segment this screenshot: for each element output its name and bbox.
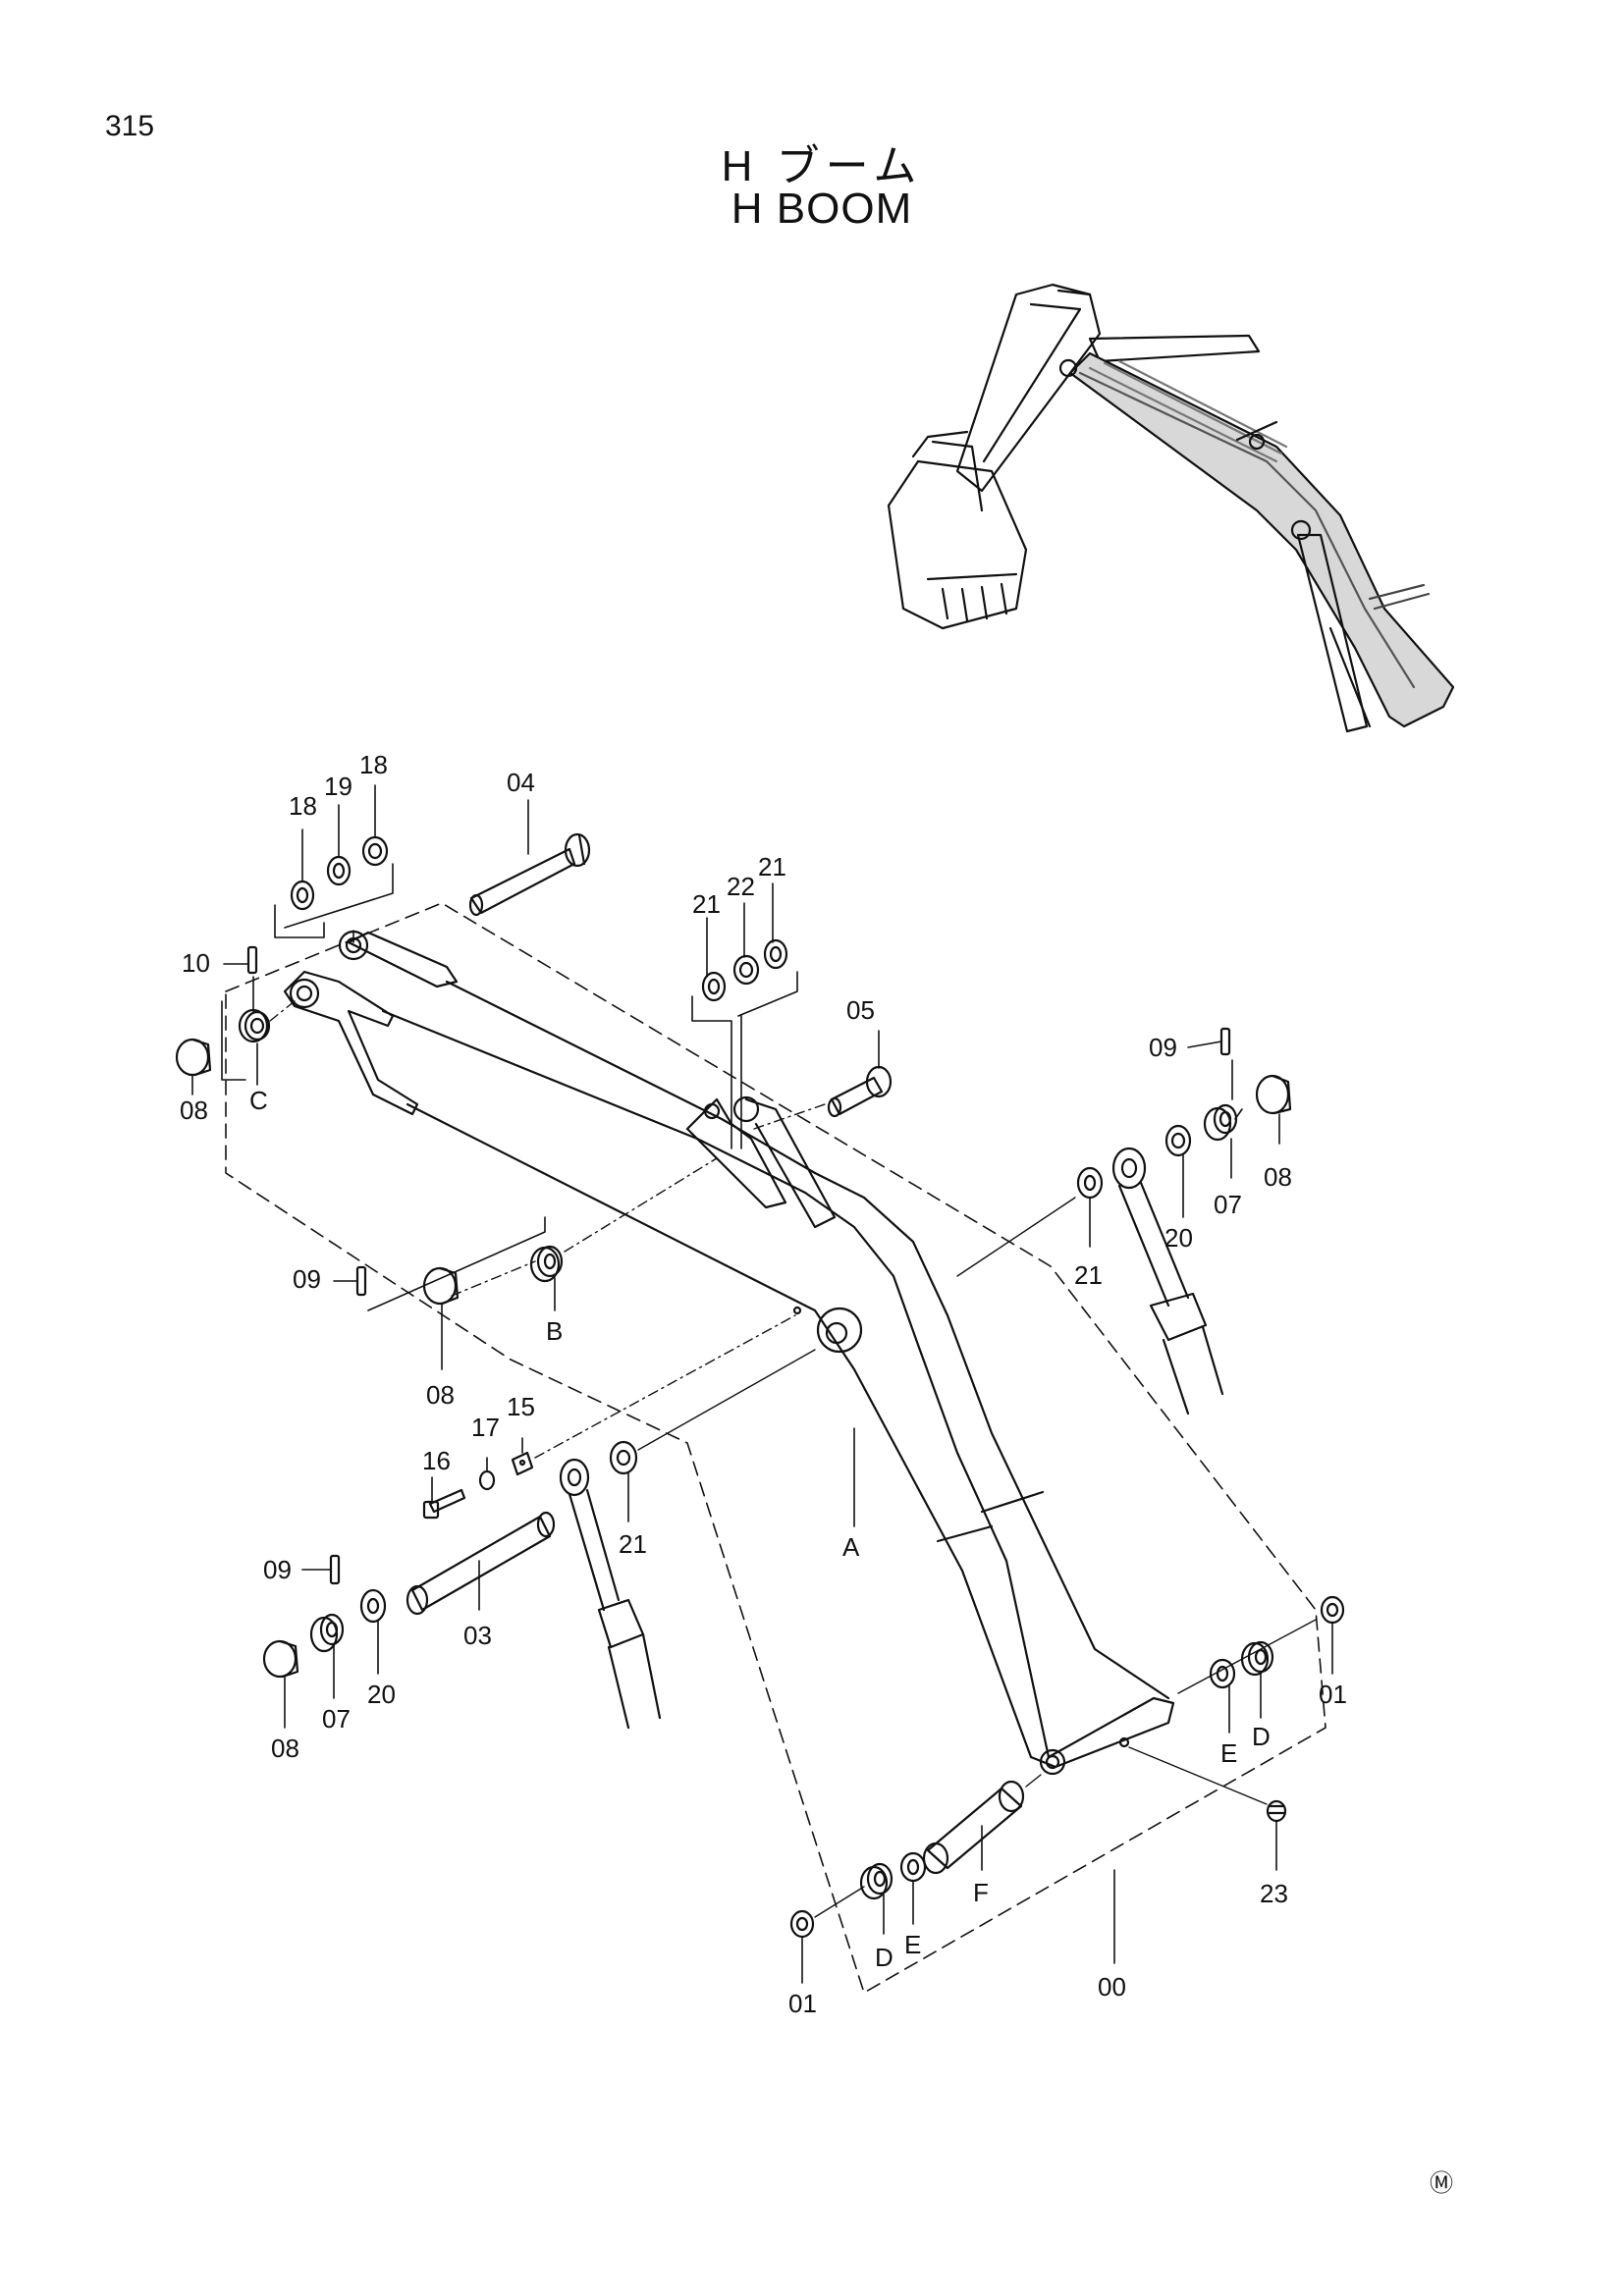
part-18-washer-a xyxy=(290,880,315,911)
excavator-inset-illustration xyxy=(887,283,1455,733)
callout-04: 04 xyxy=(507,768,535,797)
callout-05: 05 xyxy=(846,995,875,1025)
callout-22: 22 xyxy=(727,872,755,901)
part-20-washer-a xyxy=(1164,1124,1192,1157)
part-08-cap-a xyxy=(175,1038,212,1077)
part-21-washer-d xyxy=(609,1440,638,1475)
callout-09: 09 xyxy=(263,1555,292,1584)
callout-19: 19 xyxy=(324,772,352,801)
callout-C: C xyxy=(249,1086,268,1115)
callout-B: B xyxy=(546,1316,563,1346)
boom-cylinder-stub xyxy=(559,1458,662,1730)
callout-23: 23 xyxy=(1260,1879,1288,1908)
part-22-washer xyxy=(732,954,760,986)
part-09-pin-b xyxy=(355,1265,367,1297)
part-E-seal-b xyxy=(899,1851,927,1883)
callout-E: E xyxy=(1220,1738,1237,1768)
callout-D: D xyxy=(875,1943,893,1972)
assembly-outline xyxy=(225,902,1326,1994)
part-18-washer-b xyxy=(361,835,389,867)
callout-16: 16 xyxy=(422,1446,451,1475)
callout-08: 08 xyxy=(1264,1162,1292,1192)
part-F-bushing xyxy=(922,1780,1025,1875)
part-10-pin xyxy=(246,945,258,975)
boom-body xyxy=(283,930,1175,1776)
callout-08: 08 xyxy=(271,1734,299,1763)
callout-08: 08 xyxy=(180,1095,208,1125)
part-B-bushing xyxy=(529,1245,564,1283)
callout-03: 03 xyxy=(463,1621,492,1650)
callout-00: 00 xyxy=(1098,1972,1126,2002)
callout-D: D xyxy=(1252,1722,1271,1751)
arm-cylinder-stub xyxy=(1111,1147,1224,1415)
callout-01: 01 xyxy=(1319,1680,1347,1709)
callout-20: 20 xyxy=(367,1680,396,1709)
part-04-pin xyxy=(468,832,591,917)
part-03-pin xyxy=(406,1511,556,1616)
callout-15: 15 xyxy=(507,1392,535,1421)
callout-E: E xyxy=(904,1930,921,1959)
part-01-cap-a xyxy=(1320,1595,1345,1625)
callout-10: 10 xyxy=(182,948,210,978)
callout-21: 21 xyxy=(758,852,786,881)
page-title: H BOOM xyxy=(731,185,913,233)
part-20-washer-b xyxy=(359,1588,387,1624)
callout-F: F xyxy=(973,1878,989,1907)
callout-09: 09 xyxy=(1149,1033,1177,1062)
part-C-bushing xyxy=(238,1008,271,1043)
callout-21: 21 xyxy=(1074,1260,1103,1290)
part-05-pin xyxy=(827,1065,893,1118)
callout-21: 21 xyxy=(619,1529,647,1559)
part-21-washer-a xyxy=(701,971,727,1002)
part-15-block xyxy=(511,1451,534,1476)
callout-labels: 18 19 18 04 10 C 08 21 22 21 05 09 07 08… xyxy=(180,750,1453,2197)
part-19-washer xyxy=(326,855,352,886)
callout-07: 07 xyxy=(322,1704,351,1734)
callout-18: 18 xyxy=(359,750,388,779)
callout-17: 17 xyxy=(471,1413,500,1442)
callout-08: 08 xyxy=(426,1380,455,1410)
part-07-bushing-a xyxy=(1203,1103,1238,1142)
part-01-cap-b xyxy=(789,1909,815,1939)
callout-07: 07 xyxy=(1214,1190,1242,1219)
part-16-bolt xyxy=(422,1488,466,1520)
callout-09: 09 xyxy=(293,1264,321,1294)
part-09-pin-a xyxy=(1219,1027,1231,1056)
part-08-cap-b xyxy=(1255,1074,1292,1115)
m-mark: Ⓜ xyxy=(1430,2170,1453,2197)
callout-20: 20 xyxy=(1164,1223,1193,1253)
page-number: 315 xyxy=(105,110,155,142)
part-08-cap-d xyxy=(262,1639,299,1679)
callout-01: 01 xyxy=(788,1989,817,2018)
part-09-pin-c xyxy=(329,1554,341,1585)
part-21-washer-c xyxy=(1076,1166,1104,1200)
callout-A: A xyxy=(842,1532,860,1562)
callout-18: 18 xyxy=(289,791,317,821)
part-07-bushing-b xyxy=(309,1613,345,1653)
part-23-fitting xyxy=(1266,1799,1287,1823)
part-D-bushing-b xyxy=(859,1862,893,1900)
leader-lines xyxy=(191,784,1333,1984)
page-title-japanese: H ブーム xyxy=(721,142,923,190)
part-21-washer-b xyxy=(763,938,788,970)
part-E-seal-a xyxy=(1209,1658,1236,1689)
callout-21: 21 xyxy=(692,889,721,919)
part-D-bushing-a xyxy=(1240,1640,1274,1677)
part-17-ring xyxy=(478,1469,496,1491)
